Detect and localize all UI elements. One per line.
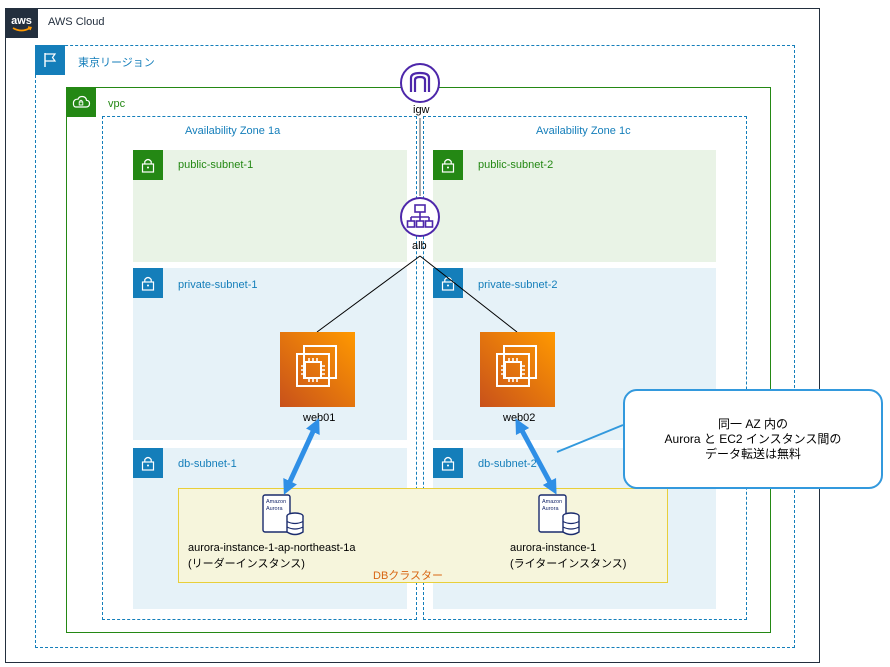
region-group <box>35 45 795 648</box>
callout-line-3: データ転送は無料 <box>704 446 801 461</box>
lock-icon <box>433 268 463 298</box>
aws-logo-icon: aws <box>5 8 38 38</box>
private-subnet-1 <box>133 268 407 440</box>
aurora-instance-1a-role: (リーダーインスタンス) <box>188 558 305 570</box>
lock-icon <box>133 268 163 298</box>
region-flag-icon <box>35 45 65 75</box>
aurora-database-icon: Amazon Aurora <box>262 494 306 538</box>
aurora-badge-line1: Amazon <box>266 499 286 505</box>
lock-icon <box>433 150 463 180</box>
free-transfer-callout: 同一 AZ 内の Aurora と EC2 インスタンス間の データ転送は無料 <box>623 389 883 489</box>
igw-label: igw <box>413 104 430 116</box>
vpc-label: vpc <box>108 98 126 110</box>
callout-line-1: 同一 AZ 内の <box>717 416 788 431</box>
callout-line-2: Aurora と EC2 インスタンス間の <box>664 431 842 446</box>
availability-zone-1c <box>423 116 747 620</box>
aws-cloud-group <box>5 8 820 663</box>
public-subnet-2 <box>433 150 716 262</box>
public-subnet-1-label: public-subnet-1 <box>178 159 254 171</box>
db-subnet-1-label: db-subnet-1 <box>178 458 237 470</box>
vpc-cloud-icon <box>66 87 96 117</box>
db-cluster-label: DBクラスター <box>373 570 444 582</box>
aurora-database-icon: Amazon Aurora <box>538 494 582 538</box>
ec2-instance-icon <box>480 332 555 407</box>
db-cluster-group <box>178 488 668 583</box>
aurora-instance-1c-role: (ライターインスタンス) <box>510 558 627 570</box>
aurora-instance-1c-name: aurora-instance-1 <box>510 542 597 554</box>
public-subnet-2-label: public-subnet-2 <box>478 159 554 171</box>
internet-gateway-icon <box>399 62 441 104</box>
az-1c-label: Availability Zone 1c <box>536 125 631 137</box>
aurora-instance-1a-name: aurora-instance-1-ap-northeast-1a <box>188 542 356 554</box>
lock-icon <box>133 150 163 180</box>
load-balancer-icon <box>399 196 441 238</box>
aurora-badge-line1: Amazon <box>542 499 562 505</box>
ec2-instance-icon <box>280 332 355 407</box>
availability-zone-1a <box>102 116 417 620</box>
private-subnet-1-label: private-subnet-1 <box>178 279 258 291</box>
public-subnet-1 <box>133 150 407 262</box>
lock-icon <box>133 448 163 478</box>
web01-aurora-arrow <box>283 418 320 495</box>
aws-cloud-label: AWS Cloud <box>48 16 105 28</box>
alb-label: alb <box>412 240 427 252</box>
aurora-badge-line2: Aurora <box>266 506 283 512</box>
aurora-badge-line2: Aurora <box>542 506 559 512</box>
aws-logo-text: aws <box>11 15 32 27</box>
az-1a-label: Availability Zone 1a <box>185 125 281 137</box>
lock-icon <box>433 448 463 478</box>
web02-aurora-arrow <box>515 418 557 495</box>
private-subnet-2-label: private-subnet-2 <box>478 279 558 291</box>
region-label: 東京リージョン <box>78 57 155 69</box>
